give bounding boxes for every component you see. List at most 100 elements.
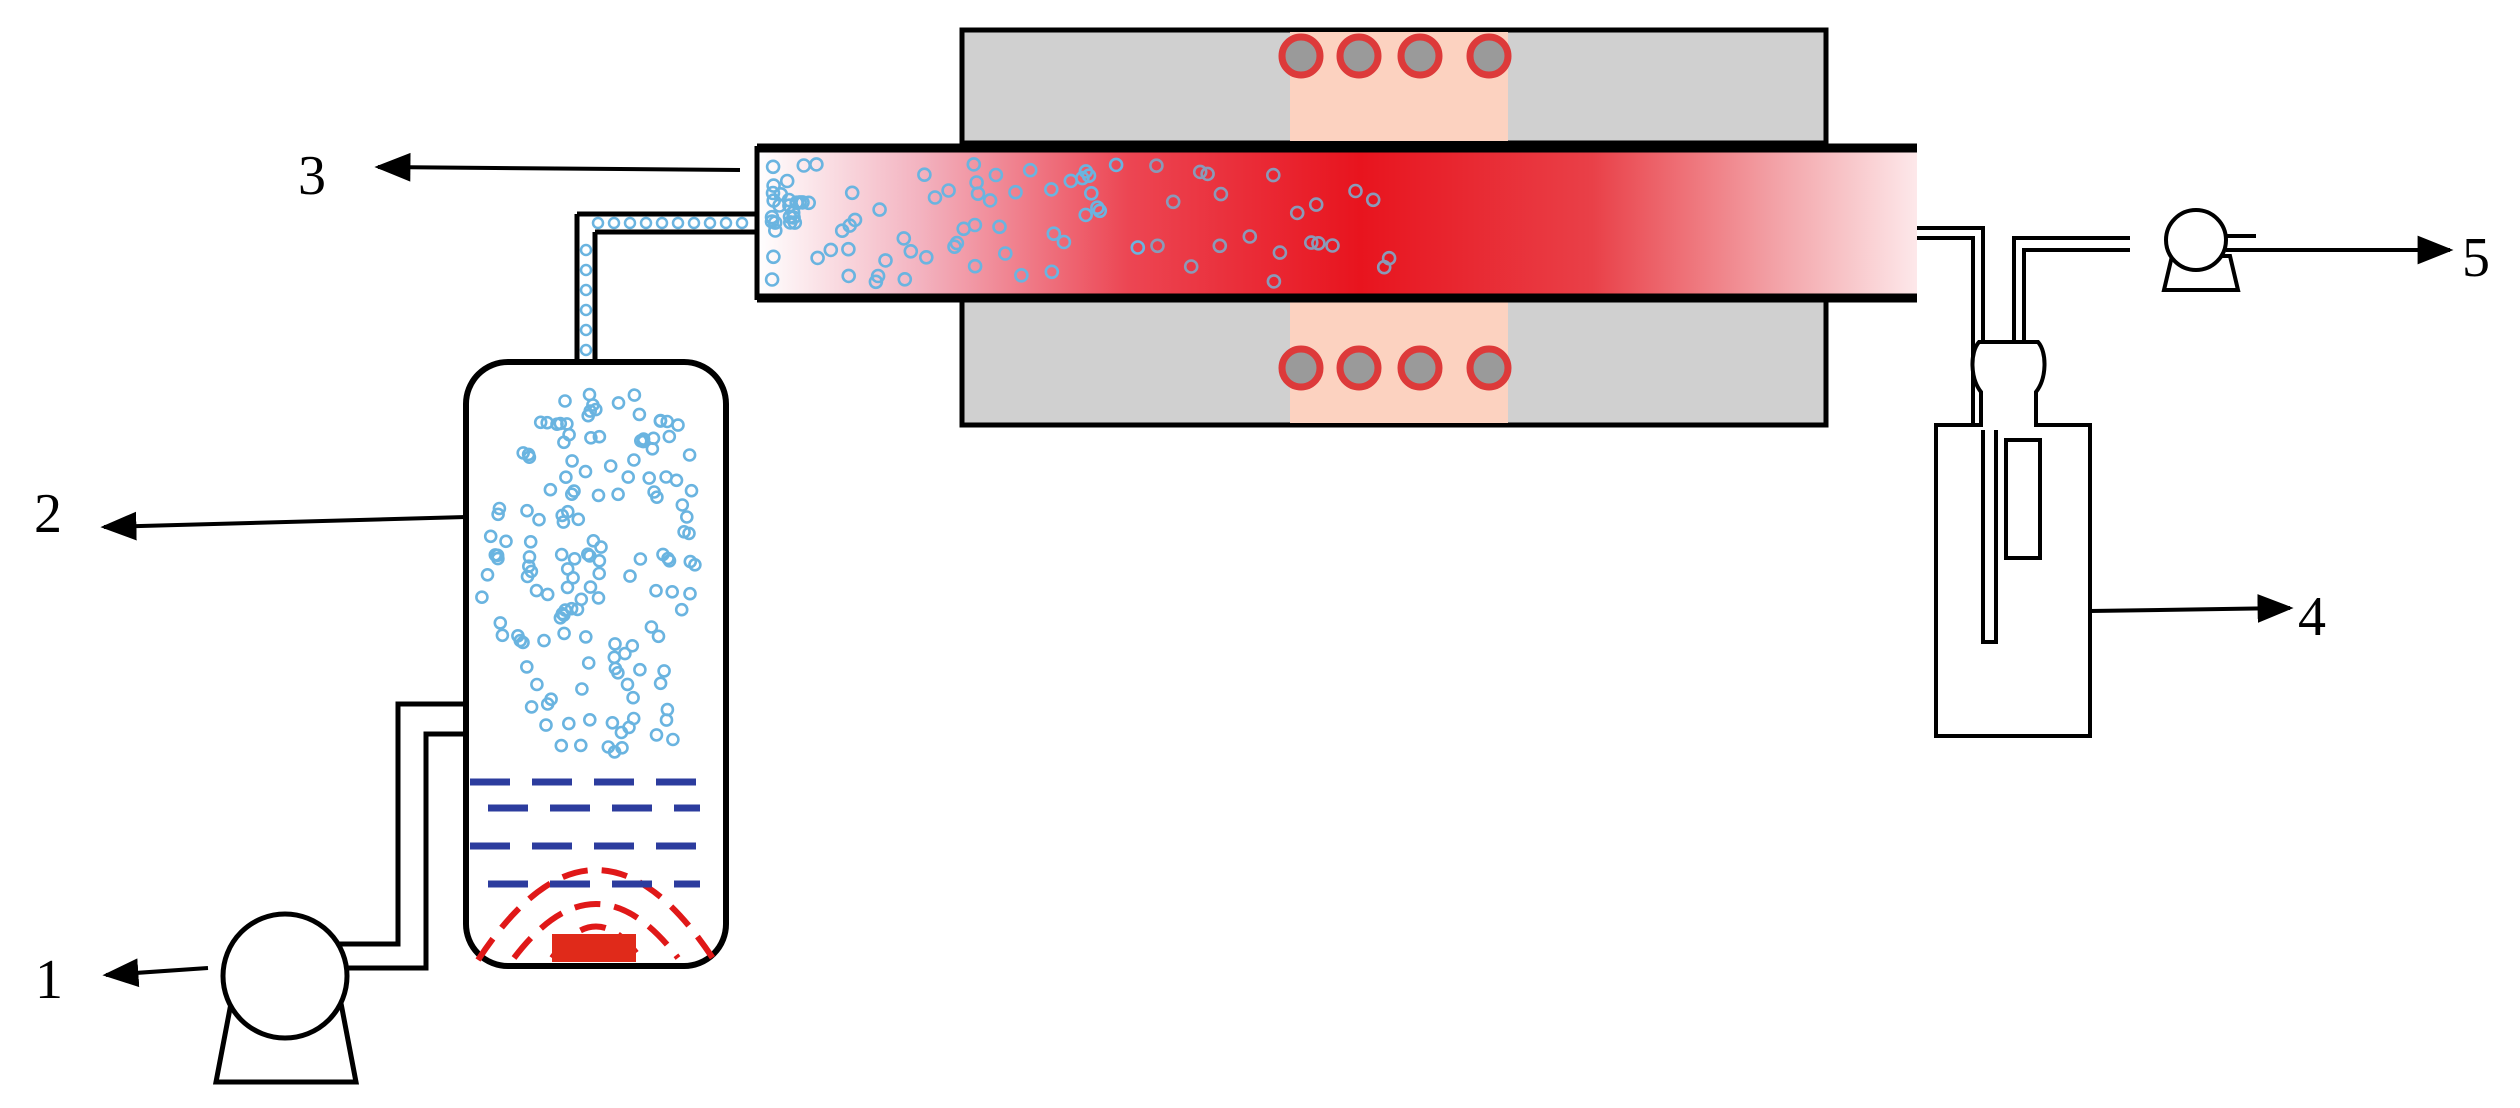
vapor-bubble <box>544 692 558 707</box>
vapor-bubble <box>649 583 663 598</box>
tube-bubble <box>1272 245 1288 260</box>
tube-bubble <box>1022 162 1038 178</box>
tube-bubble <box>1149 158 1164 173</box>
vapor-bubble <box>480 567 495 582</box>
vapor-bubble <box>483 529 498 544</box>
tube-bubble <box>1311 236 1326 251</box>
vessel-body <box>463 359 729 969</box>
tube-bubble <box>1212 238 1228 254</box>
tube-bubbles <box>764 157 1397 290</box>
pump-head <box>220 911 350 1041</box>
vapor-bubble <box>591 591 606 605</box>
tube-bubble <box>1365 192 1381 208</box>
line-bubble <box>579 323 593 337</box>
tube-bubble <box>844 185 860 201</box>
vapor-bubble <box>620 677 635 692</box>
vapor-bubble <box>561 716 576 731</box>
heating-coils-bottom <box>1278 345 1512 391</box>
tube-bubble <box>767 215 783 230</box>
vapor-bubble <box>578 630 593 644</box>
vapor-bubble <box>633 552 648 566</box>
tube-bubble <box>765 185 781 201</box>
tube-bubble <box>1308 197 1324 212</box>
callout-3: 3 <box>298 145 326 207</box>
line-bubble <box>735 216 749 230</box>
vapor-bubble <box>559 470 573 485</box>
tube-bubble <box>1183 259 1199 274</box>
heating-coil <box>1336 33 1382 79</box>
vapor-bubble <box>529 583 544 598</box>
vapor-bubble <box>539 718 553 732</box>
vapor-bubble <box>560 580 575 595</box>
vapor-bubble <box>524 564 539 579</box>
vapor-bubble <box>550 417 564 432</box>
tube-bubble <box>956 221 972 237</box>
tube-bubble <box>918 249 934 265</box>
heating-coil <box>1278 345 1324 391</box>
vapor-bubble <box>665 584 680 599</box>
tube-bubble <box>1325 238 1340 253</box>
arrow-4 <box>2089 594 2294 623</box>
tube-bubble <box>1056 234 1072 250</box>
tube-bubble <box>997 246 1013 261</box>
tube-bubble <box>796 158 812 173</box>
vapor-bubble <box>623 569 637 583</box>
tube-bubble <box>841 241 856 257</box>
heating-coils-top <box>1278 33 1512 79</box>
vapor-bubble <box>592 429 607 444</box>
vapor-bubble <box>586 398 600 412</box>
pump-head <box>2164 208 2228 272</box>
vapor-bubble <box>626 711 641 726</box>
vapor-bubble <box>671 418 685 432</box>
arrow-1 <box>102 958 209 988</box>
vapor-bubble <box>679 510 694 524</box>
callout-arrows <box>100 152 2454 988</box>
tube-bubble <box>1192 164 1208 180</box>
tube-bubble <box>1266 274 1282 289</box>
tube-bubble <box>1075 170 1090 186</box>
line-bubble <box>719 216 733 230</box>
vapor-bubble <box>642 471 657 485</box>
vapor-bubble <box>647 485 661 499</box>
tube-bubble <box>782 215 798 230</box>
vapor-bubble <box>633 662 647 677</box>
vapor-bubble <box>653 413 668 428</box>
callout-4: 4 <box>2298 586 2326 648</box>
vapor-bubble <box>657 664 671 678</box>
vapor-bubble <box>649 728 664 742</box>
heating-coil <box>1466 345 1512 391</box>
vapor-bubble <box>543 482 558 497</box>
tube-bubble <box>834 223 850 238</box>
tube-bubble <box>1046 226 1062 241</box>
tube-bubble <box>795 195 810 210</box>
tube-bubble <box>764 272 780 287</box>
vapor-bubble <box>530 677 544 692</box>
vapor-bubble <box>581 656 596 670</box>
vapor-bubble <box>516 635 530 650</box>
tube-bubble <box>992 219 1007 235</box>
tube-bubble <box>941 183 956 198</box>
vapor-bubble <box>499 534 513 549</box>
tube-bubble <box>970 186 986 201</box>
vapor-bubble <box>570 602 585 617</box>
vapor-bubble <box>582 712 597 727</box>
vapor-bubble <box>661 551 675 566</box>
vapor-bubble <box>557 435 571 450</box>
vapor-bubble <box>683 586 697 601</box>
heater-block <box>552 934 636 962</box>
vapor-bubble <box>522 550 537 564</box>
vapor-bubble <box>540 587 555 602</box>
tube-bubble <box>841 268 857 284</box>
tube-bubble <box>765 159 781 175</box>
vapor-bubble <box>592 566 607 581</box>
tube-bubble <box>966 157 982 172</box>
tube-bubble <box>1150 238 1165 254</box>
vapor-bubble <box>605 715 620 730</box>
vapor-bubble <box>607 650 622 665</box>
absorption-bottle <box>1934 340 2092 738</box>
tube-bubble <box>917 167 932 182</box>
vapor-bubble <box>603 459 618 473</box>
vapor-bubble <box>675 498 690 512</box>
vapor-bubble <box>614 725 629 740</box>
tube-bubble <box>782 209 798 225</box>
